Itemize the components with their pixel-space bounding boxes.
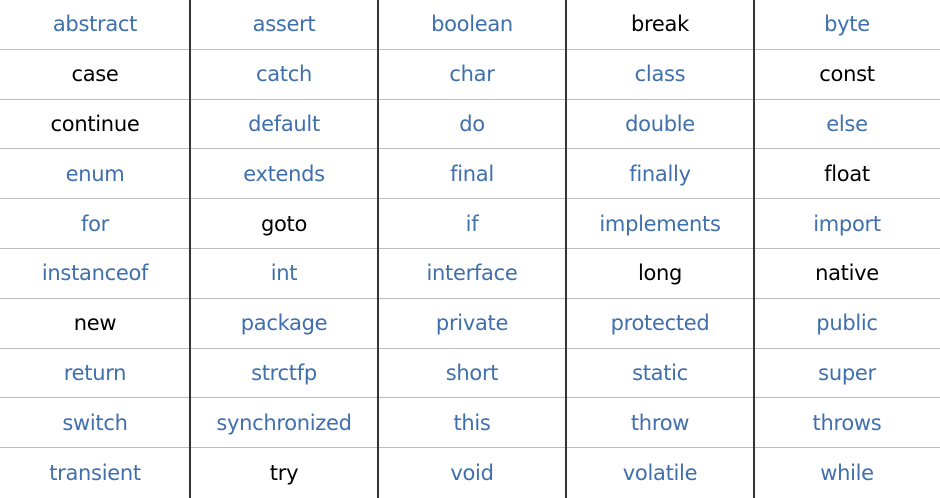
keyword-cell: native [754,249,940,299]
keyword-cell: while [820,461,874,486]
keyword-cell: public [754,299,940,349]
keyword-cell: transient [49,461,141,486]
keyword-cell: else [754,100,940,150]
keyword-cell: super [754,349,940,399]
keyword-cell: instanceof [0,249,190,299]
keyword-cell: char [378,50,566,100]
keyword-cell: break [566,0,754,50]
keyword-cell: throws [754,398,940,449]
keyword-cell: case [0,50,190,100]
keyword-cell: float [754,149,940,200]
keyword-cell: void [450,461,494,486]
keyword-cell: double [566,100,754,150]
keyword-cell: return [0,349,190,399]
keyword-cell: do [378,100,566,150]
keyword-cell: try [269,461,299,486]
keyword-cell: long [566,249,754,299]
keyword-cell: volatile [622,461,698,486]
keyword-cell: final [378,149,566,200]
keyword-cell: synchronized [190,398,378,449]
keyword-cell: this [378,398,566,449]
keyword-cell: extends [190,149,378,200]
keyword-cell: interface [378,249,566,299]
column-divider [753,0,755,498]
keyword-cell: abstract [0,0,190,50]
keyword-cell: finally [566,149,754,200]
keyword-cell: private [378,299,566,349]
keyword-cell: package [190,299,378,349]
keyword-cell: for [0,199,190,249]
keyword-cell: default [190,100,378,150]
keyword-cell: goto [190,199,378,249]
column-divider [377,0,379,498]
keyword-cell: boolean [378,0,566,50]
keyword-cell: const [754,50,940,100]
keyword-cell: byte [754,0,940,50]
keyword-cell: static [566,349,754,399]
keyword-cell: switch [0,398,190,449]
keyword-cell: if [378,199,566,249]
keyword-cell: protected [566,299,754,349]
keyword-cell: assert [190,0,378,50]
keyword-cell: import [754,199,940,249]
keyword-cell: short [378,349,566,399]
keyword-cell: throw [566,398,754,449]
keyword-cell: continue [0,100,190,150]
column-divider [189,0,191,498]
keyword-cell: enum [0,149,190,200]
keyword-cell: implements [566,199,754,249]
column-divider [565,0,567,498]
keyword-cell: catch [190,50,378,100]
keyword-cell: strctfp [190,349,378,399]
keyword-cell: class [566,50,754,100]
keyword-cell: int [190,249,378,299]
keyword-cell: new [0,299,190,349]
